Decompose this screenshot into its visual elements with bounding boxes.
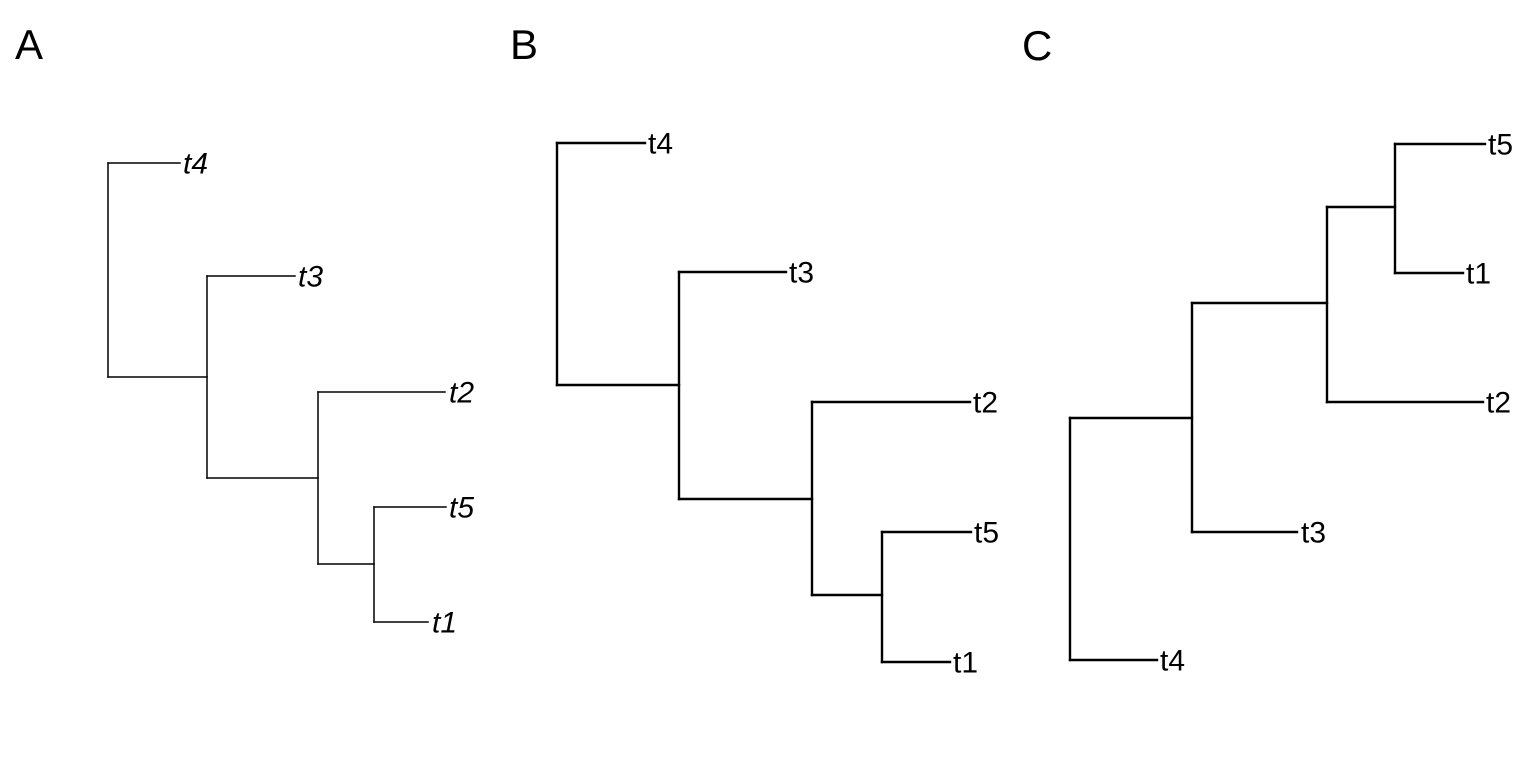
tree-panel-b: t4 t3 t2 t5 t1	[555, 128, 999, 680]
tip-label-t5: t5	[1488, 129, 1513, 162]
panel-label-b: B	[510, 21, 539, 68]
tip-label-t3: t3	[1301, 517, 1326, 550]
tip-label-t4: t4	[1160, 645, 1185, 678]
tree-panel-c: t5 t1 t2 t3 t4	[1068, 129, 1513, 678]
tree-panel-a: t4 t3 t2 t5 t1	[107, 148, 474, 640]
tip-label-t1: t1	[1466, 258, 1491, 291]
panel-label-a: A	[15, 21, 44, 68]
tip-label-t3: t3	[298, 261, 323, 294]
tip-label-t2: t2	[449, 377, 474, 410]
tip-label-t5: t5	[449, 492, 474, 525]
tip-label-t4: t4	[183, 148, 208, 181]
tip-label-t2: t2	[1486, 387, 1511, 420]
panel-label-c: C	[1022, 22, 1053, 69]
tip-label-t3: t3	[789, 257, 814, 290]
tip-label-t1: t1	[953, 647, 978, 680]
tip-label-t2: t2	[973, 387, 998, 420]
tip-label-t1: t1	[432, 607, 457, 640]
tip-label-t4: t4	[648, 128, 673, 161]
tip-label-t5: t5	[974, 517, 999, 550]
